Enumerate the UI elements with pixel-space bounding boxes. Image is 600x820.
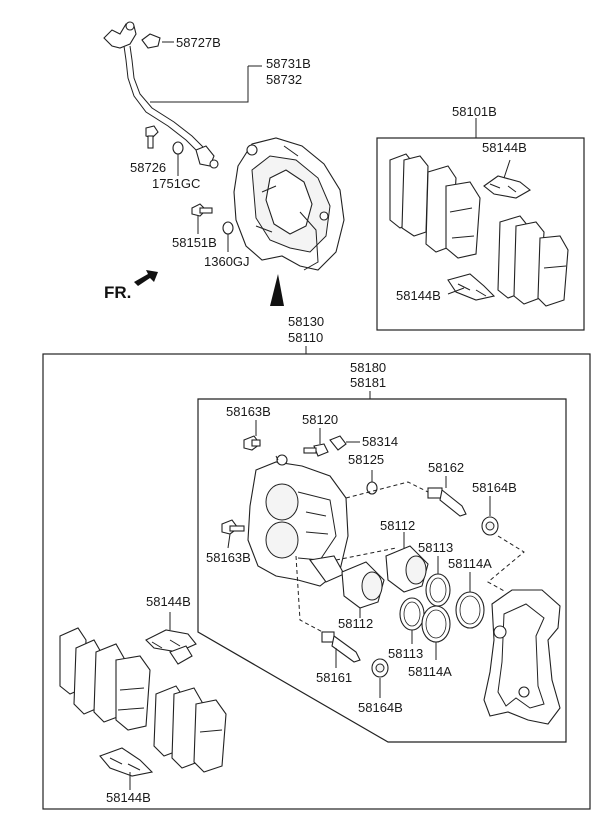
- brake-pads-kit: [389, 153, 569, 307]
- part-label-58181: 58181: [350, 375, 386, 390]
- part-label-58113-lower: 58113: [388, 646, 423, 661]
- guide-pin-58162: [427, 487, 467, 517]
- front-arrow-icon: [134, 270, 158, 286]
- part-label-58161: 58161: [316, 670, 352, 685]
- part-label-58163B-lower: 58163B: [206, 550, 251, 565]
- part-label-58112-lower: 58112: [338, 616, 373, 631]
- caliper-carrier-bracket: [483, 589, 561, 725]
- bleeder-cap-58314: [329, 435, 347, 451]
- piston-58112-upper: [385, 545, 429, 593]
- pad-kit-box: [376, 137, 585, 331]
- part-label-58113-upper: 58113: [418, 540, 453, 555]
- pin-boot-58164B-lower: [371, 658, 389, 678]
- part-label-58726: 58726: [130, 160, 166, 175]
- bleeder-bolt-58163B-lower: [221, 519, 245, 535]
- pin-boot-58164B-upper: [481, 516, 499, 536]
- part-label-1360GJ: 1360GJ: [204, 254, 250, 269]
- part-label-58314: 58314: [362, 434, 398, 449]
- caliper-body: [247, 454, 349, 587]
- caliper-assembly-top: [233, 137, 345, 271]
- part-label-58144B-top-1: 58144B: [482, 140, 527, 155]
- part-label-58125: 58125: [348, 452, 384, 467]
- part-label-58130: 58130: [288, 314, 324, 329]
- part-label-58162: 58162: [428, 460, 464, 475]
- washer-1751GC: [172, 141, 184, 155]
- pad-clip-lower-upper: [145, 629, 197, 665]
- part-label-58727B: 58727B: [176, 35, 221, 50]
- caliper-assembly-box: [42, 353, 591, 810]
- part-label-58164B-lower: 58164B: [358, 700, 403, 715]
- pad-clip-lower-lower: [99, 747, 154, 777]
- part-label-58164B-upper: 58164B: [472, 480, 517, 495]
- guide-pin-58161: [321, 631, 361, 663]
- part-label-58731B: 58731B: [266, 56, 311, 71]
- front-pointer-arrow: [270, 274, 284, 306]
- bolt-58726: [145, 125, 159, 149]
- brake-hose-assembly: [103, 21, 219, 169]
- part-label-58732: 58732: [266, 72, 302, 87]
- bleeder-bolt-58163B-upper: [243, 435, 261, 451]
- pad-clip-lower: [447, 273, 496, 301]
- part-label-58110: 58110: [288, 330, 323, 345]
- part-label-58144B-bottom-1: 58144B: [146, 594, 191, 609]
- part-label-58163B-upper: 58163B: [226, 404, 271, 419]
- front-direction-label: FR.: [104, 283, 131, 302]
- piston-58112-lower: [341, 561, 385, 609]
- part-label-58180: 58180: [350, 360, 386, 375]
- bolt-58151B: [191, 203, 213, 217]
- part-label-58112-upper: 58112: [380, 518, 415, 533]
- pad-clip-upper: [483, 175, 531, 199]
- part-label-58144B-top-2: 58144B: [396, 288, 441, 303]
- part-label-58120: 58120: [302, 412, 338, 427]
- part-label-58114A-lower: 58114A: [408, 664, 452, 679]
- part-label-58114A-upper: 58114A: [448, 556, 492, 571]
- part-label-1751GC: 1751GC: [152, 176, 200, 191]
- bleeder-screw-58120: [303, 443, 329, 457]
- brake-pads-lower: [59, 627, 227, 773]
- washer-1360GJ: [222, 221, 234, 235]
- part-label-58144B-bottom-2: 58144B: [106, 790, 151, 805]
- part-label-58101B: 58101B: [452, 104, 497, 119]
- caliper-body-box: [197, 398, 567, 743]
- part-label-58151B: 58151B: [172, 235, 217, 250]
